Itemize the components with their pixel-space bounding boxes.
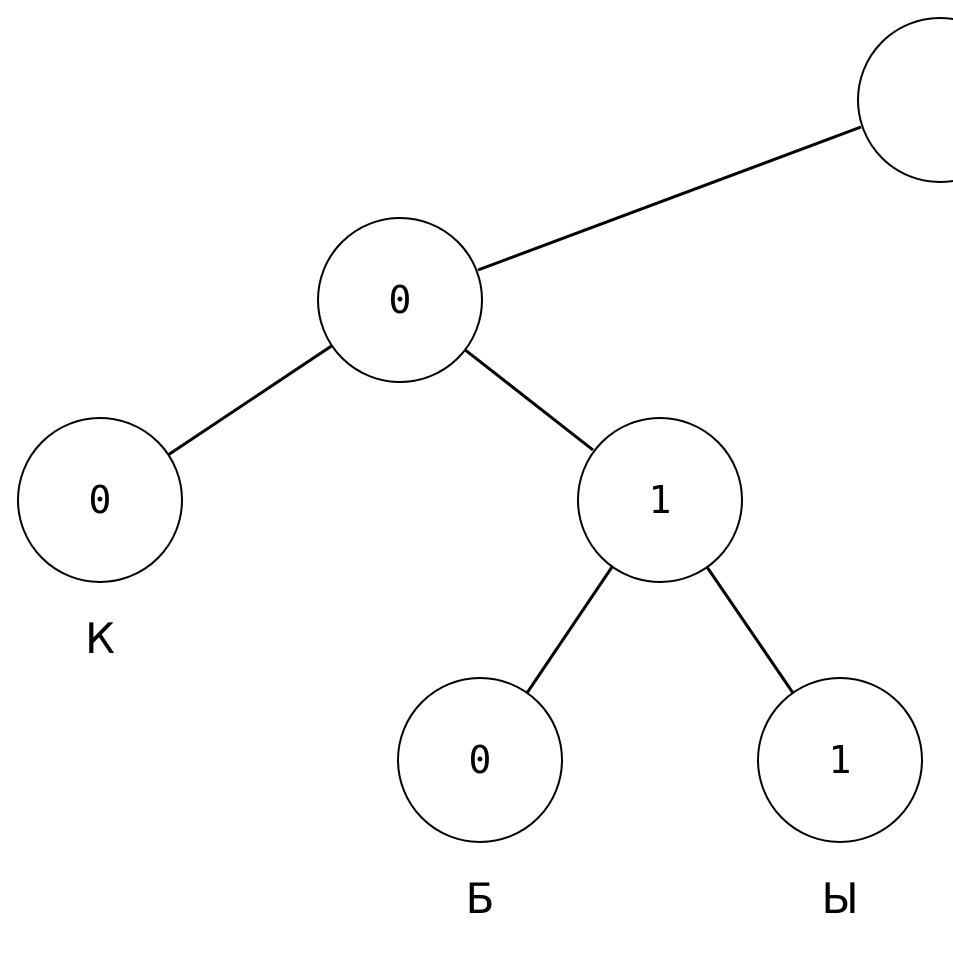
node-left-left-letter: К — [85, 614, 115, 663]
node-left-right-circle — [577, 417, 743, 583]
node-left-right: 1 — [577, 417, 743, 583]
node-left: 0 — [317, 217, 483, 383]
node-left-circle — [317, 217, 483, 383]
edge-left-left-left — [167, 343, 334, 457]
tree-edges — [167, 125, 862, 694]
node-left-left: 0 К — [17, 417, 183, 663]
node-root-circle — [857, 17, 953, 183]
node-root — [857, 17, 953, 183]
node-left-right-right-letter: Ы — [821, 874, 858, 923]
node-left-right-left-letter: Б — [466, 874, 495, 923]
node-left-right-right-circle — [757, 677, 923, 843]
node-left-bit: 0 — [389, 278, 412, 322]
edge-left-left-right — [463, 347, 594, 452]
node-left-right-left-bit: 0 — [469, 738, 492, 782]
node-left-left-circle — [17, 417, 183, 583]
node-left-right-left: 0 Б — [397, 677, 563, 923]
node-left-left-bit: 0 — [89, 478, 112, 522]
node-left-right-right: 1 Ы — [757, 677, 923, 923]
node-left-right-bit: 1 — [649, 478, 672, 522]
edge-left-right-left-right-left — [525, 566, 614, 694]
edge-left-right-left-right-right — [705, 566, 795, 694]
node-left-right-right-bit: 1 — [829, 738, 852, 782]
edge-root-left — [477, 125, 862, 272]
node-left-right-left-circle — [397, 677, 563, 843]
